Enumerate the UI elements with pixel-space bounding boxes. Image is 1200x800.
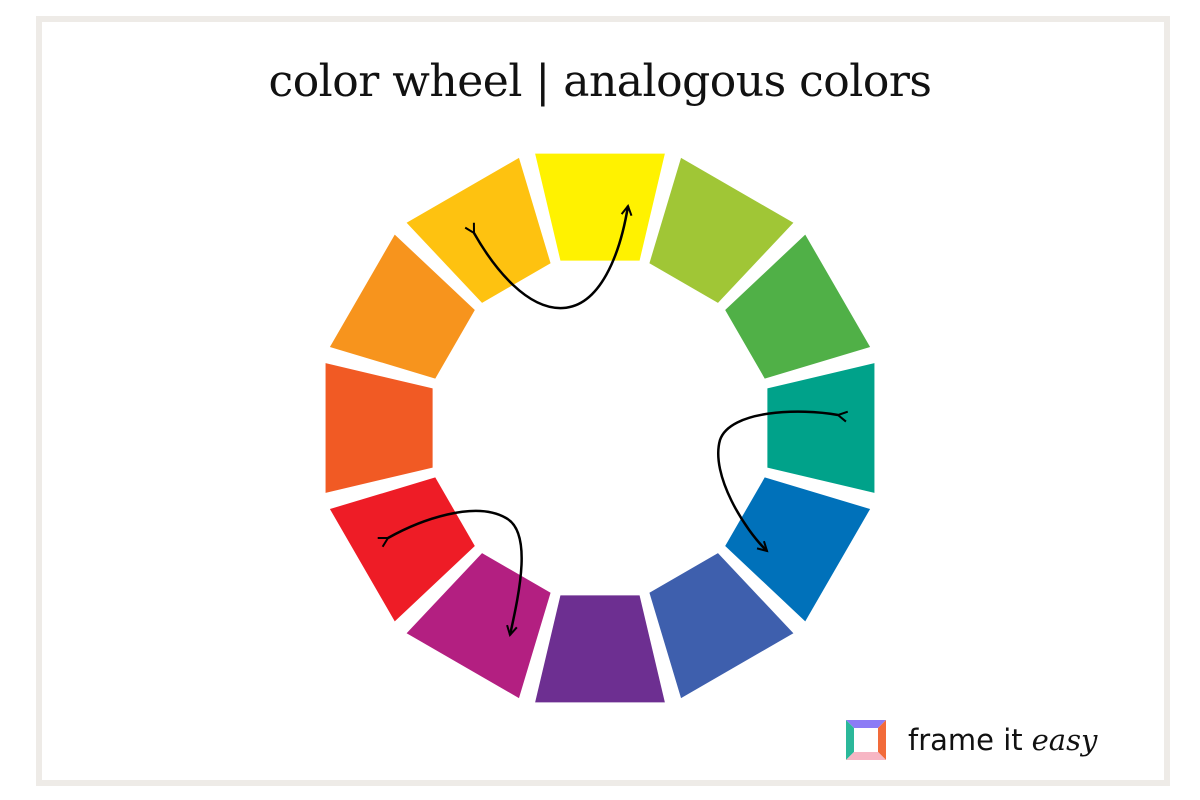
arrow-yellow-orange-to-yellow [474,206,628,310]
segment-yellow-green [649,157,794,303]
analogous-arrows [388,206,838,635]
logo-right-bar [878,720,886,760]
page-title: color wheel | analogous colors [268,56,932,107]
segment-green [725,234,871,379]
frame-logo-icon [846,720,886,760]
wheel-segments [325,153,875,703]
segment-yellow [535,153,665,261]
brand-name: frame it easy [908,723,1097,757]
logo-left-bar [846,720,854,760]
brand-name-regular: frame it [908,723,1023,757]
segment-violet [535,595,665,703]
segment-blue-violet [649,553,794,699]
brand-logo: frame it easy [846,720,1097,760]
logo-top-bar [846,720,886,728]
color-wheel [325,153,875,703]
brand-name-italic: easy [1031,723,1098,757]
arrow-red-to-red-violet [388,509,523,635]
segment-blue-green [767,363,875,493]
segment-orange [329,234,475,379]
segment-red-orange [325,363,433,493]
arrow-blue-green-to-blue [717,410,838,551]
logo-bottom-bar [846,752,886,760]
